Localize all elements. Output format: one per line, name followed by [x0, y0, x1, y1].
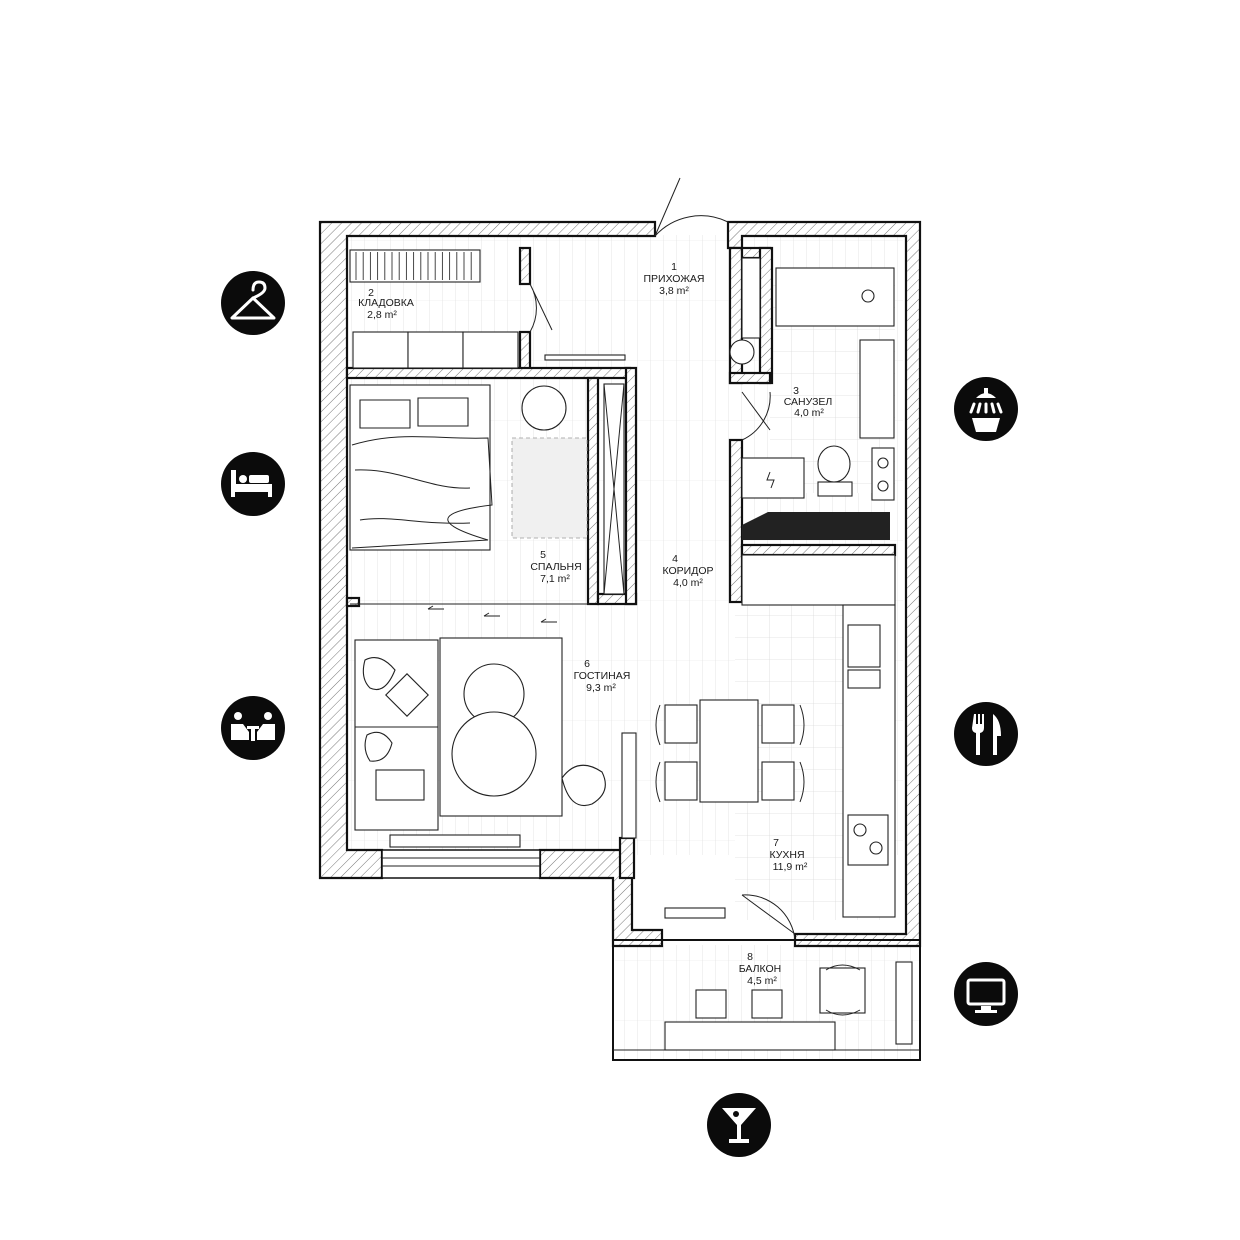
bathroom-fixtures: [741, 267, 895, 540]
svg-text:7,1 m²: 7,1 m²: [540, 573, 570, 585]
room-label-living: 6 ГОСТИНАЯ 9,3 m²: [574, 658, 631, 694]
room-label-hall: 1 ПРИХОЖАЯ 3,8 m²: [644, 261, 705, 297]
svg-text:9,3 m²: 9,3 m²: [586, 682, 616, 694]
room-label-kitchen: 7 КУХНЯ 11,9 m²: [769, 837, 807, 873]
room-labels: 1 ПРИХОЖАЯ 3,8 m² 2 КЛАДОВКА 2,8 m² 3 СА…: [358, 261, 832, 987]
balcony: [612, 939, 921, 1061]
svg-text:4,5 m²: 4,5 m²: [747, 975, 777, 987]
fork-knife-icon: [954, 702, 1018, 766]
svg-text:11,9 m²: 11,9 m²: [773, 861, 808, 873]
cocktail-glass-icon: [707, 1093, 771, 1157]
svg-text:БАЛКОН: БАЛКОН: [739, 963, 782, 975]
svg-text:4: 4: [672, 553, 678, 565]
hanger-icon: [221, 271, 285, 335]
svg-text:3,8 m²: 3,8 m²: [659, 285, 689, 297]
svg-text:ГОСТИНАЯ: ГОСТИНАЯ: [574, 670, 631, 682]
svg-text:2: 2: [368, 287, 374, 299]
svg-text:6: 6: [584, 658, 590, 670]
bedroom-furniture: [349, 383, 625, 623]
svg-text:1: 1: [671, 261, 677, 273]
svg-text:ПРИХОЖАЯ: ПРИХОЖАЯ: [644, 273, 705, 285]
tv-monitor-icon: [954, 962, 1018, 1026]
svg-text:3: 3: [793, 385, 799, 397]
entry-wardrobe: [729, 257, 761, 365]
room-label-storage: 2 КЛАДОВКА 2,8 m²: [358, 287, 414, 321]
bed-icon: [221, 452, 285, 516]
svg-text:4,0 m²: 4,0 m²: [673, 577, 703, 589]
doors: [529, 177, 796, 941]
svg-text:4,0 m²: 4,0 m²: [794, 407, 824, 419]
shower-icon: [954, 377, 1018, 441]
svg-text:КУХНЯ: КУХНЯ: [769, 849, 804, 861]
storage-shelving: [349, 249, 519, 369]
room-label-corridor: 4 КОРИДОР 4,0 m²: [663, 553, 714, 589]
svg-text:7: 7: [773, 837, 779, 849]
svg-text:САНУЗЕЛ: САНУЗЕЛ: [784, 396, 833, 408]
room-label-bathroom: 3 САНУЗЕЛ 4,0 m²: [784, 385, 833, 419]
living-room-furniture: [354, 637, 637, 848]
dining-people-icon: [221, 696, 285, 760]
svg-text:КЛАДОВКА: КЛАДОВКА: [358, 297, 414, 309]
svg-text:8: 8: [747, 951, 753, 963]
svg-text:СПАЛЬНЯ: СПАЛЬНЯ: [530, 561, 581, 573]
room-label-bedroom: 5 СПАЛЬНЯ 7,1 m²: [530, 549, 581, 585]
room-label-balcony: 8 БАЛКОН 4,5 m²: [739, 951, 782, 987]
kitchen-furniture: [655, 554, 896, 919]
svg-text:КОРИДОР: КОРИДОР: [663, 565, 714, 577]
svg-text:2,8 m²: 2,8 m²: [367, 309, 397, 321]
svg-text:5: 5: [540, 549, 546, 561]
